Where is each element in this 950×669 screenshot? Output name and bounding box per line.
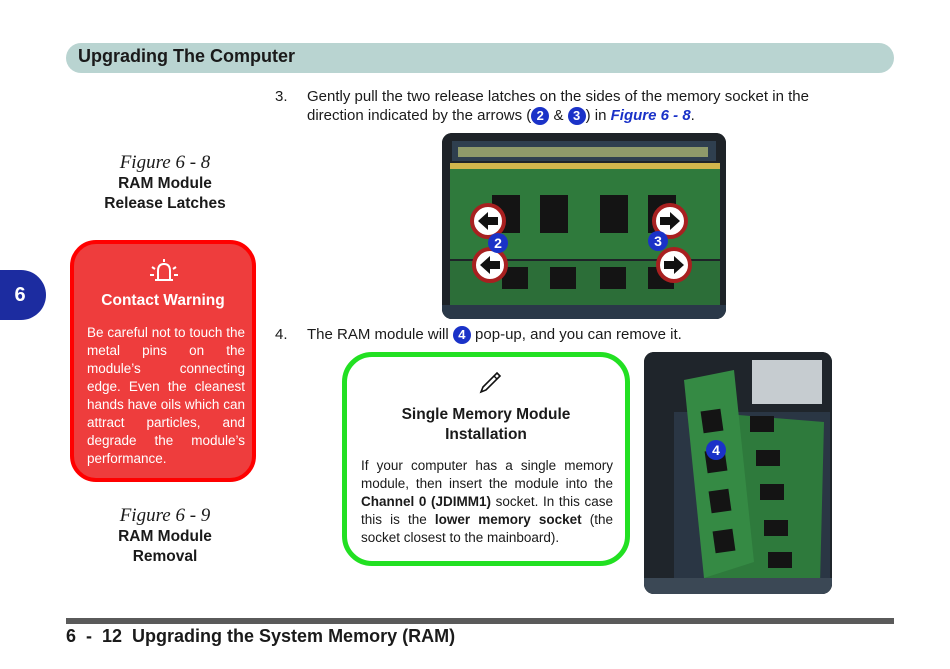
ram-release-latches-photo: 2 3 — [442, 133, 726, 319]
note-heading-line-2: Installation — [445, 426, 527, 443]
note-body-text: (the socket closest to the mainboard). — [361, 512, 614, 545]
step-3-text: ) in — [585, 107, 611, 124]
note-body-bold: lower memory socket — [434, 512, 582, 527]
warning-heading: Contact Warning — [101, 292, 225, 309]
callout-marker-4-label: 4 — [712, 442, 720, 458]
step-3-text: . — [690, 107, 695, 124]
step-4: 4. The RAM module will 4 pop-up, and you… — [275, 325, 775, 347]
header-bar — [66, 43, 894, 73]
chapter-tab: 6 — [0, 270, 46, 320]
callout-marker-2: 2 — [488, 233, 508, 253]
callout-marker-2-label: 2 — [494, 235, 502, 251]
note-body-bold: Channel 0 (JDIMM1) — [361, 494, 491, 509]
figure-6-8-caption: Figure 6 - 8 RAM Module Release Latches — [70, 152, 260, 214]
step-4-number: 4. — [275, 326, 288, 343]
step-3-line-1: Gently pull the two release latches on t… — [307, 88, 809, 105]
chapter-number: 6 — [14, 283, 26, 306]
pen-icon — [478, 371, 502, 400]
ram-release-latches-illustration: 2 3 — [442, 133, 726, 319]
page-header-title: Upgrading The Computer — [78, 46, 295, 66]
step-4-text: The RAM module will 4 pop-up, and you ca… — [307, 325, 682, 345]
step-3: 3. Gently pull the two release latches o… — [275, 87, 875, 131]
callout-badge-3: 3 — [567, 107, 586, 126]
ram-removal-photo: 4 — [644, 352, 832, 594]
figure-title-line-1: RAM Module — [118, 528, 212, 545]
figure-title-line-1: RAM Module — [118, 175, 212, 192]
figure-label: Figure 6 - 8 — [119, 152, 211, 173]
footer-rule — [66, 618, 894, 624]
figure-reference-link[interactable]: Figure 6 - 8 — [610, 107, 691, 124]
figure-title-line-2: Removal — [132, 548, 198, 565]
step-4-suffix: pop-up, and you can remove it. — [470, 326, 682, 343]
note-body-text: If your computer has a single memory mod… — [361, 458, 613, 491]
arrow-right-lower-icon — [656, 247, 692, 283]
step-3-text: & — [549, 107, 568, 124]
callout-badge-4: 4 — [452, 326, 471, 345]
note-heading-line-1: Single Memory Module — [401, 406, 571, 423]
figure-title-line-2: Release Latches — [104, 195, 226, 212]
callout-marker-4: 4 — [706, 440, 726, 460]
ram-removal-illustration: 4 — [644, 352, 832, 594]
figure-label: Figure 6 - 9 — [119, 505, 211, 526]
arrow-left-lower-icon — [472, 247, 508, 283]
note-body: If your computer has a single memory mod… — [361, 457, 613, 547]
single-memory-module-note: Single Memory Module Installation If you… — [342, 352, 630, 566]
contact-warning-box: Contact Warning Be careful not to touch … — [70, 240, 256, 482]
warning-body: Be careful not to touch the metal pins o… — [87, 325, 245, 466]
step-4-prefix: The RAM module will — [307, 326, 453, 343]
callout-badge-2: 2 — [531, 107, 550, 126]
note-heading: Single Memory Module Installation — [347, 405, 625, 445]
alarm-bell-icon — [148, 258, 180, 291]
figure-6-9-caption: Figure 6 - 9 RAM Module Removal — [70, 505, 260, 567]
arrow-left-upper-icon — [470, 203, 506, 239]
step-3-line-2: direction indicated by the arrows (2 & 3… — [307, 106, 695, 126]
note-body-text: socket. In this case this is the — [361, 494, 614, 527]
step-3-number: 3. — [275, 88, 288, 105]
step-3-text: direction indicated by the arrows ( — [307, 107, 532, 124]
page-footer: 6 - 12 Upgrading the System Memory (RAM) — [66, 626, 456, 646]
arrow-right-upper-icon — [652, 203, 688, 239]
callout-marker-3-label: 3 — [654, 233, 662, 249]
callout-marker-3: 3 — [648, 231, 668, 251]
